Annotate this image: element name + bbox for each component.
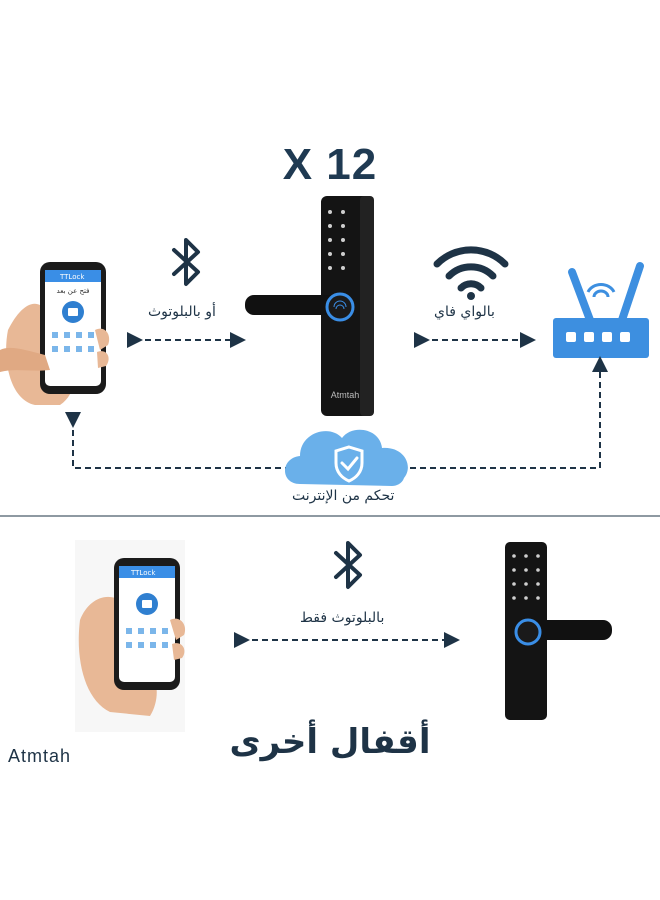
router-icon [553, 262, 649, 358]
bottom-title: أقفال أخرى [229, 722, 431, 762]
label-bluetooth-or: أو بالبلوتوث [148, 304, 216, 320]
fingerprint-icon [333, 300, 347, 310]
hand-phone-top: TTLock فتح عن بعد [0, 262, 110, 405]
lock-brand-top: Atmtah [331, 390, 360, 400]
phone-top-screen-title: فتح عن بعد [57, 287, 90, 295]
bluetooth-icon [172, 238, 200, 286]
product-title: X 12 [282, 140, 378, 189]
label-internet: تحكم من الإنترنت [292, 488, 395, 504]
internet-line-right [410, 356, 608, 469]
cloud-shield-icon [285, 429, 408, 486]
label-bluetooth-only: بالبلوتوث فقط [300, 610, 385, 626]
brand-logo: Atmtah [8, 746, 72, 766]
internet-line-left [65, 412, 292, 469]
phone-bottom-app-name: TTLock [130, 569, 156, 577]
bluetooth-icon-bottom [334, 541, 362, 589]
wifi-icon [433, 246, 509, 300]
hand-phone-bottom: TTLock [75, 540, 186, 732]
smart-lock-x12: Atmtah [245, 196, 374, 416]
label-wifi: بالواي فاي [434, 304, 495, 320]
phone-top-app-name: TTLock [59, 273, 85, 281]
other-lock [505, 542, 612, 720]
